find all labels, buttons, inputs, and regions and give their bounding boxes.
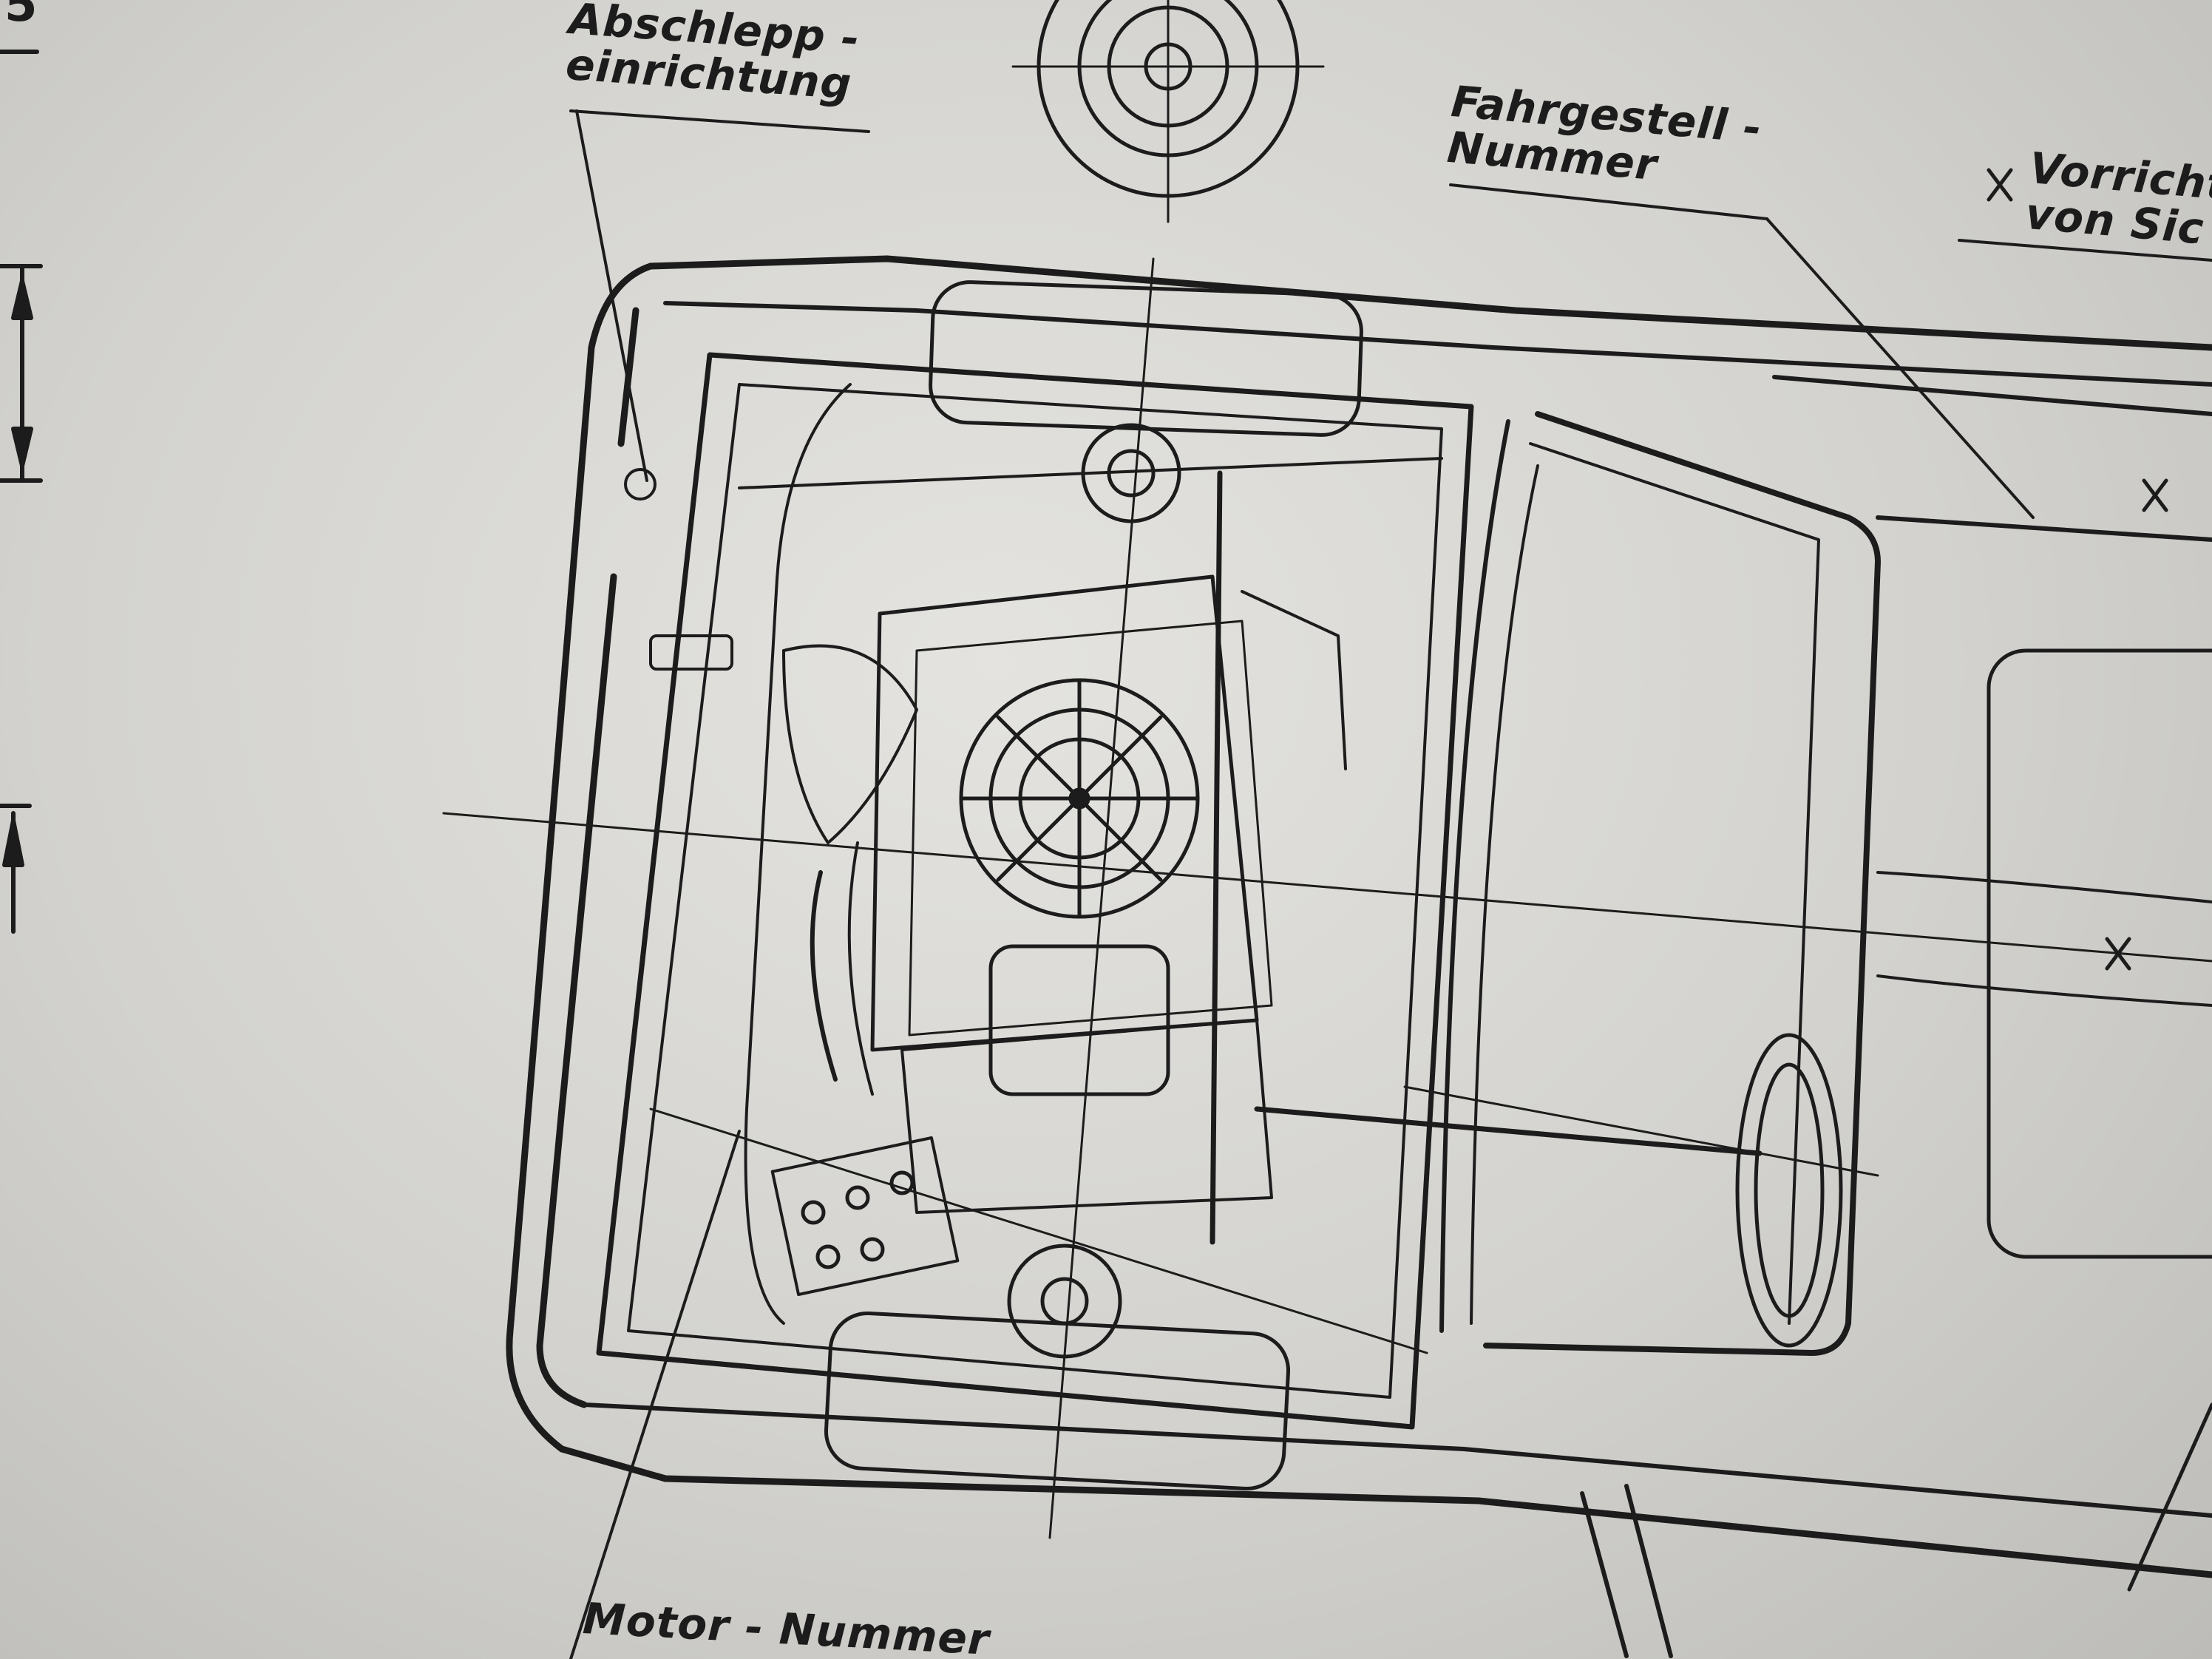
cabin-roof [1772, 375, 2212, 1592]
spare-wheel-detail [1011, 0, 1325, 223]
center-lines [442, 257, 2212, 1539]
steering-wheel [1254, 1033, 1843, 1348]
securing-point-markers [1987, 168, 2168, 971]
car-body-outline [506, 255, 2212, 1578]
engine [624, 423, 1443, 1359]
dimension-marker-left [0, 50, 43, 934]
label-towing-device: Abschlepp - einrichtung [564, 0, 861, 109]
door-mirror [1580, 1484, 1673, 1658]
page-number: 5 [4, 0, 38, 33]
label-securing-device: Vorricht von Sic [2023, 143, 2212, 254]
leader-lines [569, 109, 2212, 1659]
windscreen [1439, 411, 1881, 1356]
